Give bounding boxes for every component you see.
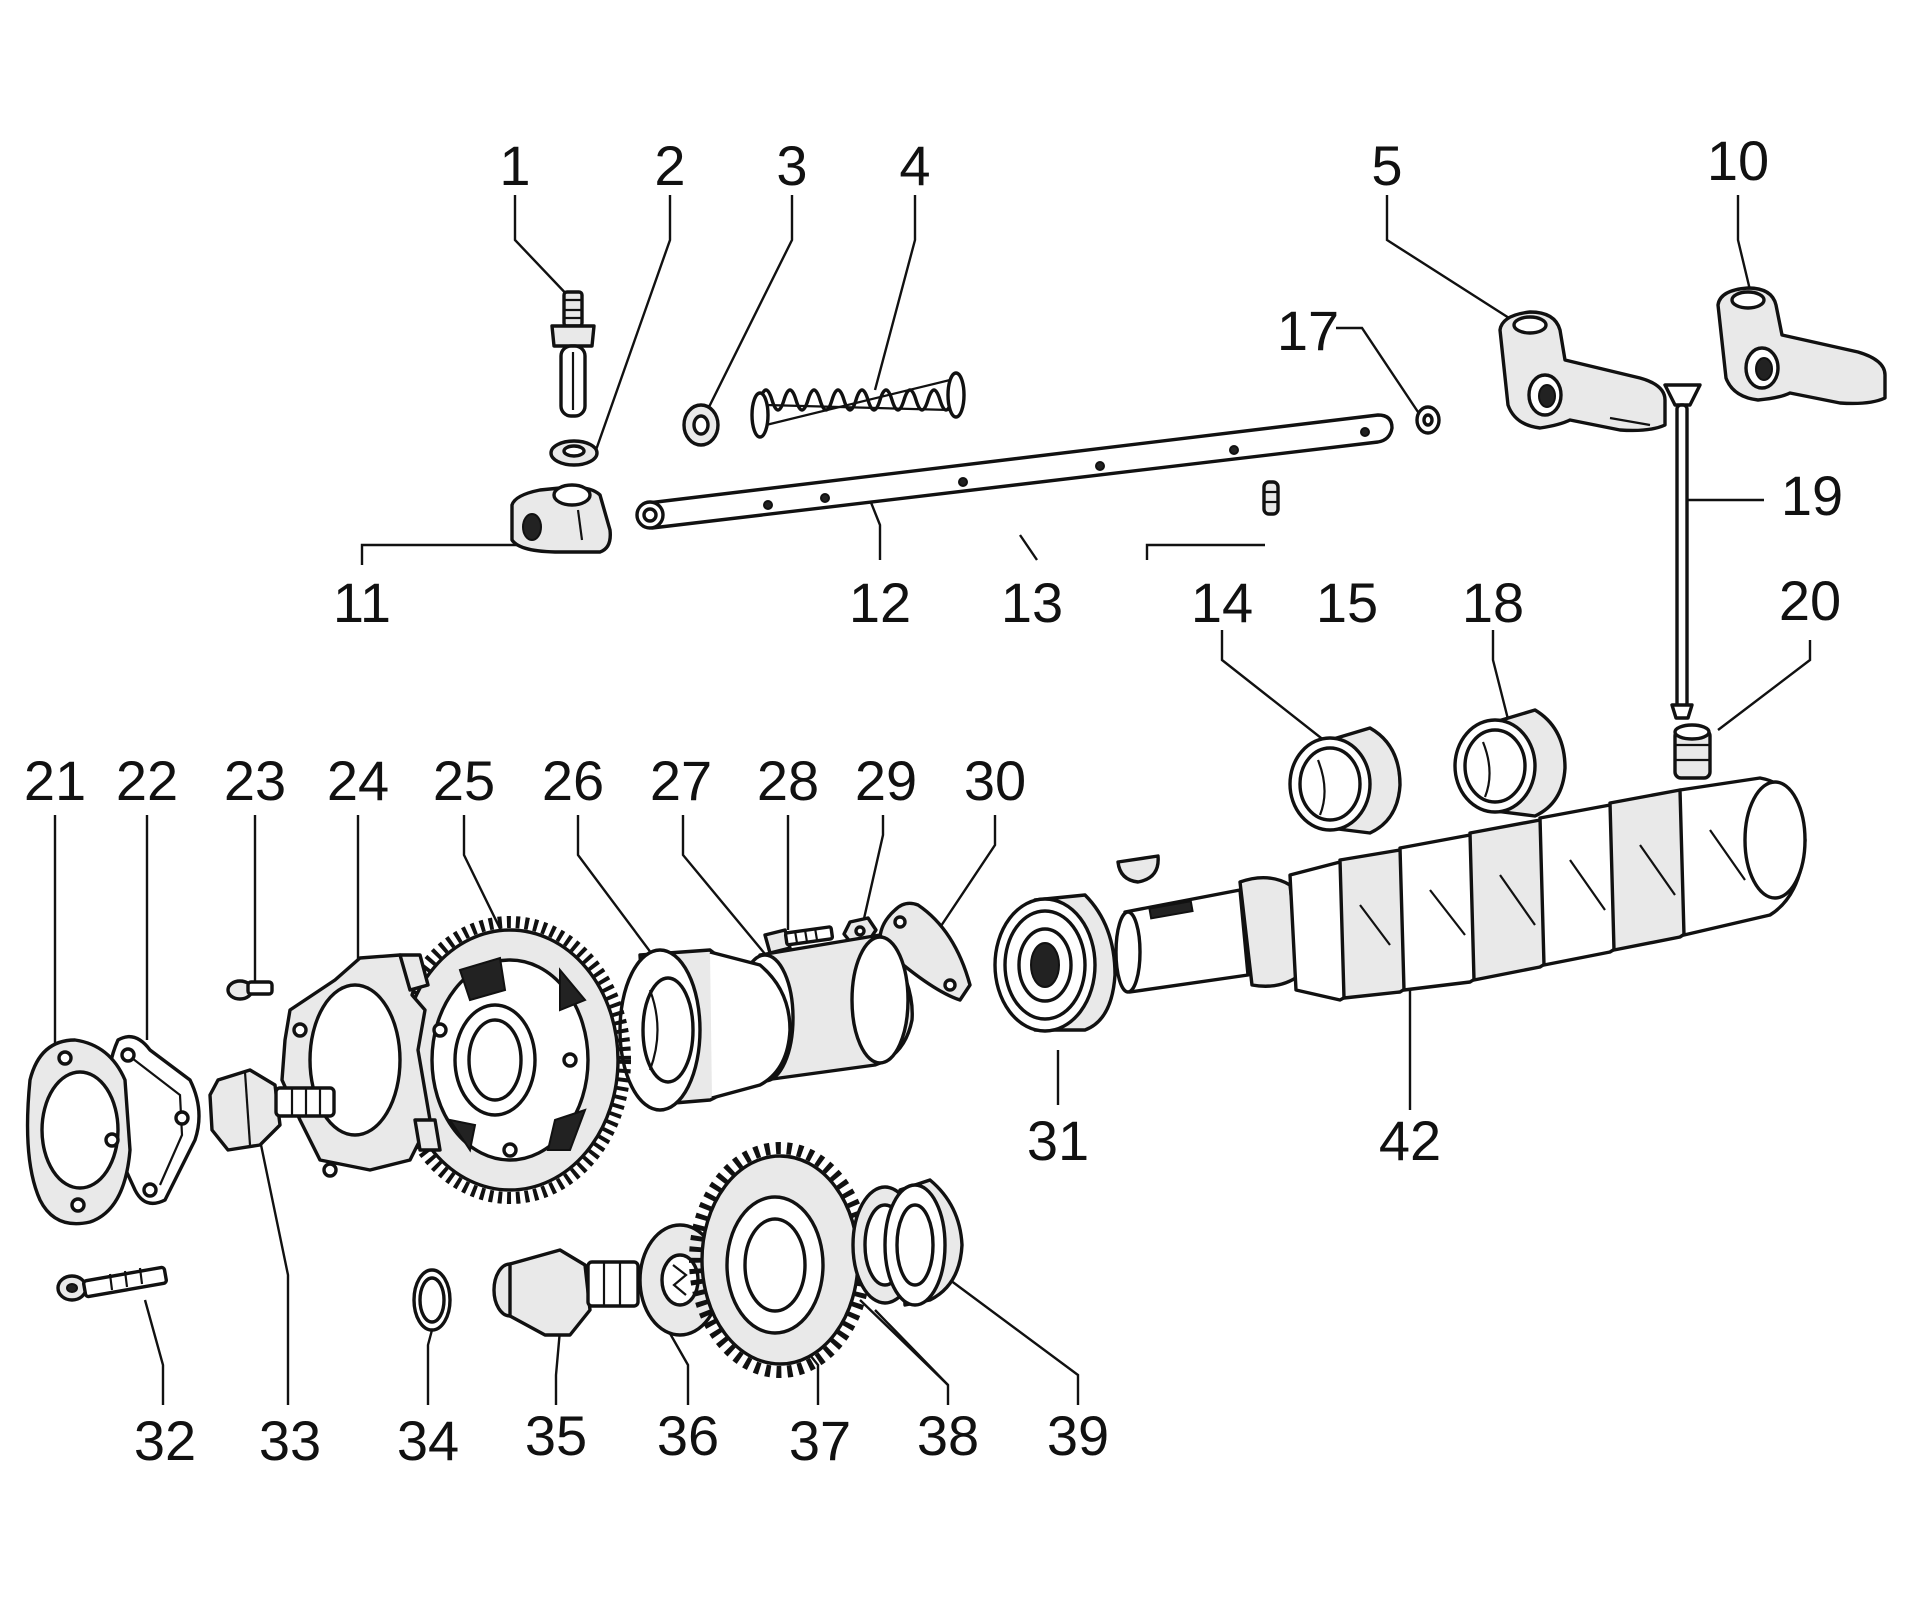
part-26-hub bbox=[618, 948, 792, 1112]
part-5-rocker-arm bbox=[1498, 310, 1667, 433]
callout-17: 17 bbox=[1277, 299, 1339, 362]
callout-5: 5 bbox=[1371, 134, 1402, 197]
callout-15: 15 bbox=[1316, 571, 1378, 634]
part-4-spring bbox=[750, 371, 966, 439]
callout-39: 39 bbox=[1047, 1404, 1109, 1467]
callout-18: 18 bbox=[1462, 571, 1524, 634]
callout-2: 2 bbox=[654, 134, 685, 197]
part-19-push-rod bbox=[1663, 383, 1702, 720]
callout-13: 13 bbox=[1001, 571, 1063, 634]
callout-labels: 1 2 3 4 5 10 11 12 13 14 15 17 18 19 20 … bbox=[24, 129, 1843, 1472]
part-42-camshaft bbox=[1114, 776, 1807, 1002]
callout-26: 26 bbox=[542, 749, 604, 812]
part-31-bearing bbox=[993, 893, 1117, 1033]
part-13-woodruff-key bbox=[1116, 854, 1160, 884]
part-36-washer bbox=[638, 1223, 722, 1337]
callout-42: 42 bbox=[1379, 1109, 1441, 1172]
part-34-o-ring bbox=[412, 1268, 452, 1332]
callout-31: 31 bbox=[1027, 1109, 1089, 1172]
callout-25: 25 bbox=[433, 749, 495, 812]
callout-32: 32 bbox=[134, 1409, 196, 1472]
callout-23: 23 bbox=[224, 749, 286, 812]
callout-1: 1 bbox=[499, 134, 530, 197]
callout-14: 14 bbox=[1191, 571, 1253, 634]
callout-38: 38 bbox=[917, 1404, 979, 1467]
callout-24: 24 bbox=[327, 749, 389, 812]
part-2-washer bbox=[549, 439, 599, 467]
part-12-rocker-shaft bbox=[635, 413, 1394, 530]
callout-12: 12 bbox=[849, 571, 911, 634]
part-37-idler-gear bbox=[689, 1142, 871, 1378]
callout-22: 22 bbox=[116, 749, 178, 812]
callout-10: 10 bbox=[1707, 129, 1769, 192]
part-15-dowel bbox=[1262, 480, 1280, 516]
callout-27: 27 bbox=[650, 749, 712, 812]
callout-29: 29 bbox=[855, 749, 917, 812]
part-20-tappet bbox=[1673, 723, 1712, 780]
callout-33: 33 bbox=[259, 1409, 321, 1472]
part-28-bolt bbox=[763, 925, 835, 955]
part-14-bushing bbox=[1288, 726, 1402, 835]
part-3-washer bbox=[682, 403, 720, 447]
callout-11: 11 bbox=[333, 571, 391, 634]
part-32-screw bbox=[56, 1265, 168, 1302]
callout-30: 30 bbox=[964, 749, 1026, 812]
part-39-bushing bbox=[883, 1178, 964, 1307]
part-35-idler-pin bbox=[492, 1248, 640, 1337]
callout-36: 36 bbox=[657, 1404, 719, 1467]
part-25-camshaft-gear bbox=[389, 916, 631, 1204]
part-11-bracket bbox=[510, 483, 612, 554]
part-18-bushing bbox=[1453, 708, 1567, 818]
callout-4: 4 bbox=[899, 134, 930, 197]
callout-3: 3 bbox=[776, 134, 807, 197]
callout-21: 21 bbox=[24, 749, 86, 812]
part-33-bolt bbox=[208, 1068, 336, 1152]
part-24-flange bbox=[280, 953, 442, 1178]
part-21-cover bbox=[25, 1038, 132, 1226]
callout-19: 19 bbox=[1781, 464, 1843, 527]
part-23-screw bbox=[226, 979, 274, 1001]
part-1-stud bbox=[550, 290, 596, 418]
callout-20: 20 bbox=[1779, 569, 1841, 632]
callout-34: 34 bbox=[397, 1409, 459, 1472]
callout-28: 28 bbox=[757, 749, 819, 812]
part-10-rocker-arm bbox=[1716, 286, 1887, 406]
callout-37: 37 bbox=[789, 1409, 851, 1472]
callout-35: 35 bbox=[525, 1404, 587, 1467]
part-17-circlip bbox=[1415, 405, 1441, 435]
